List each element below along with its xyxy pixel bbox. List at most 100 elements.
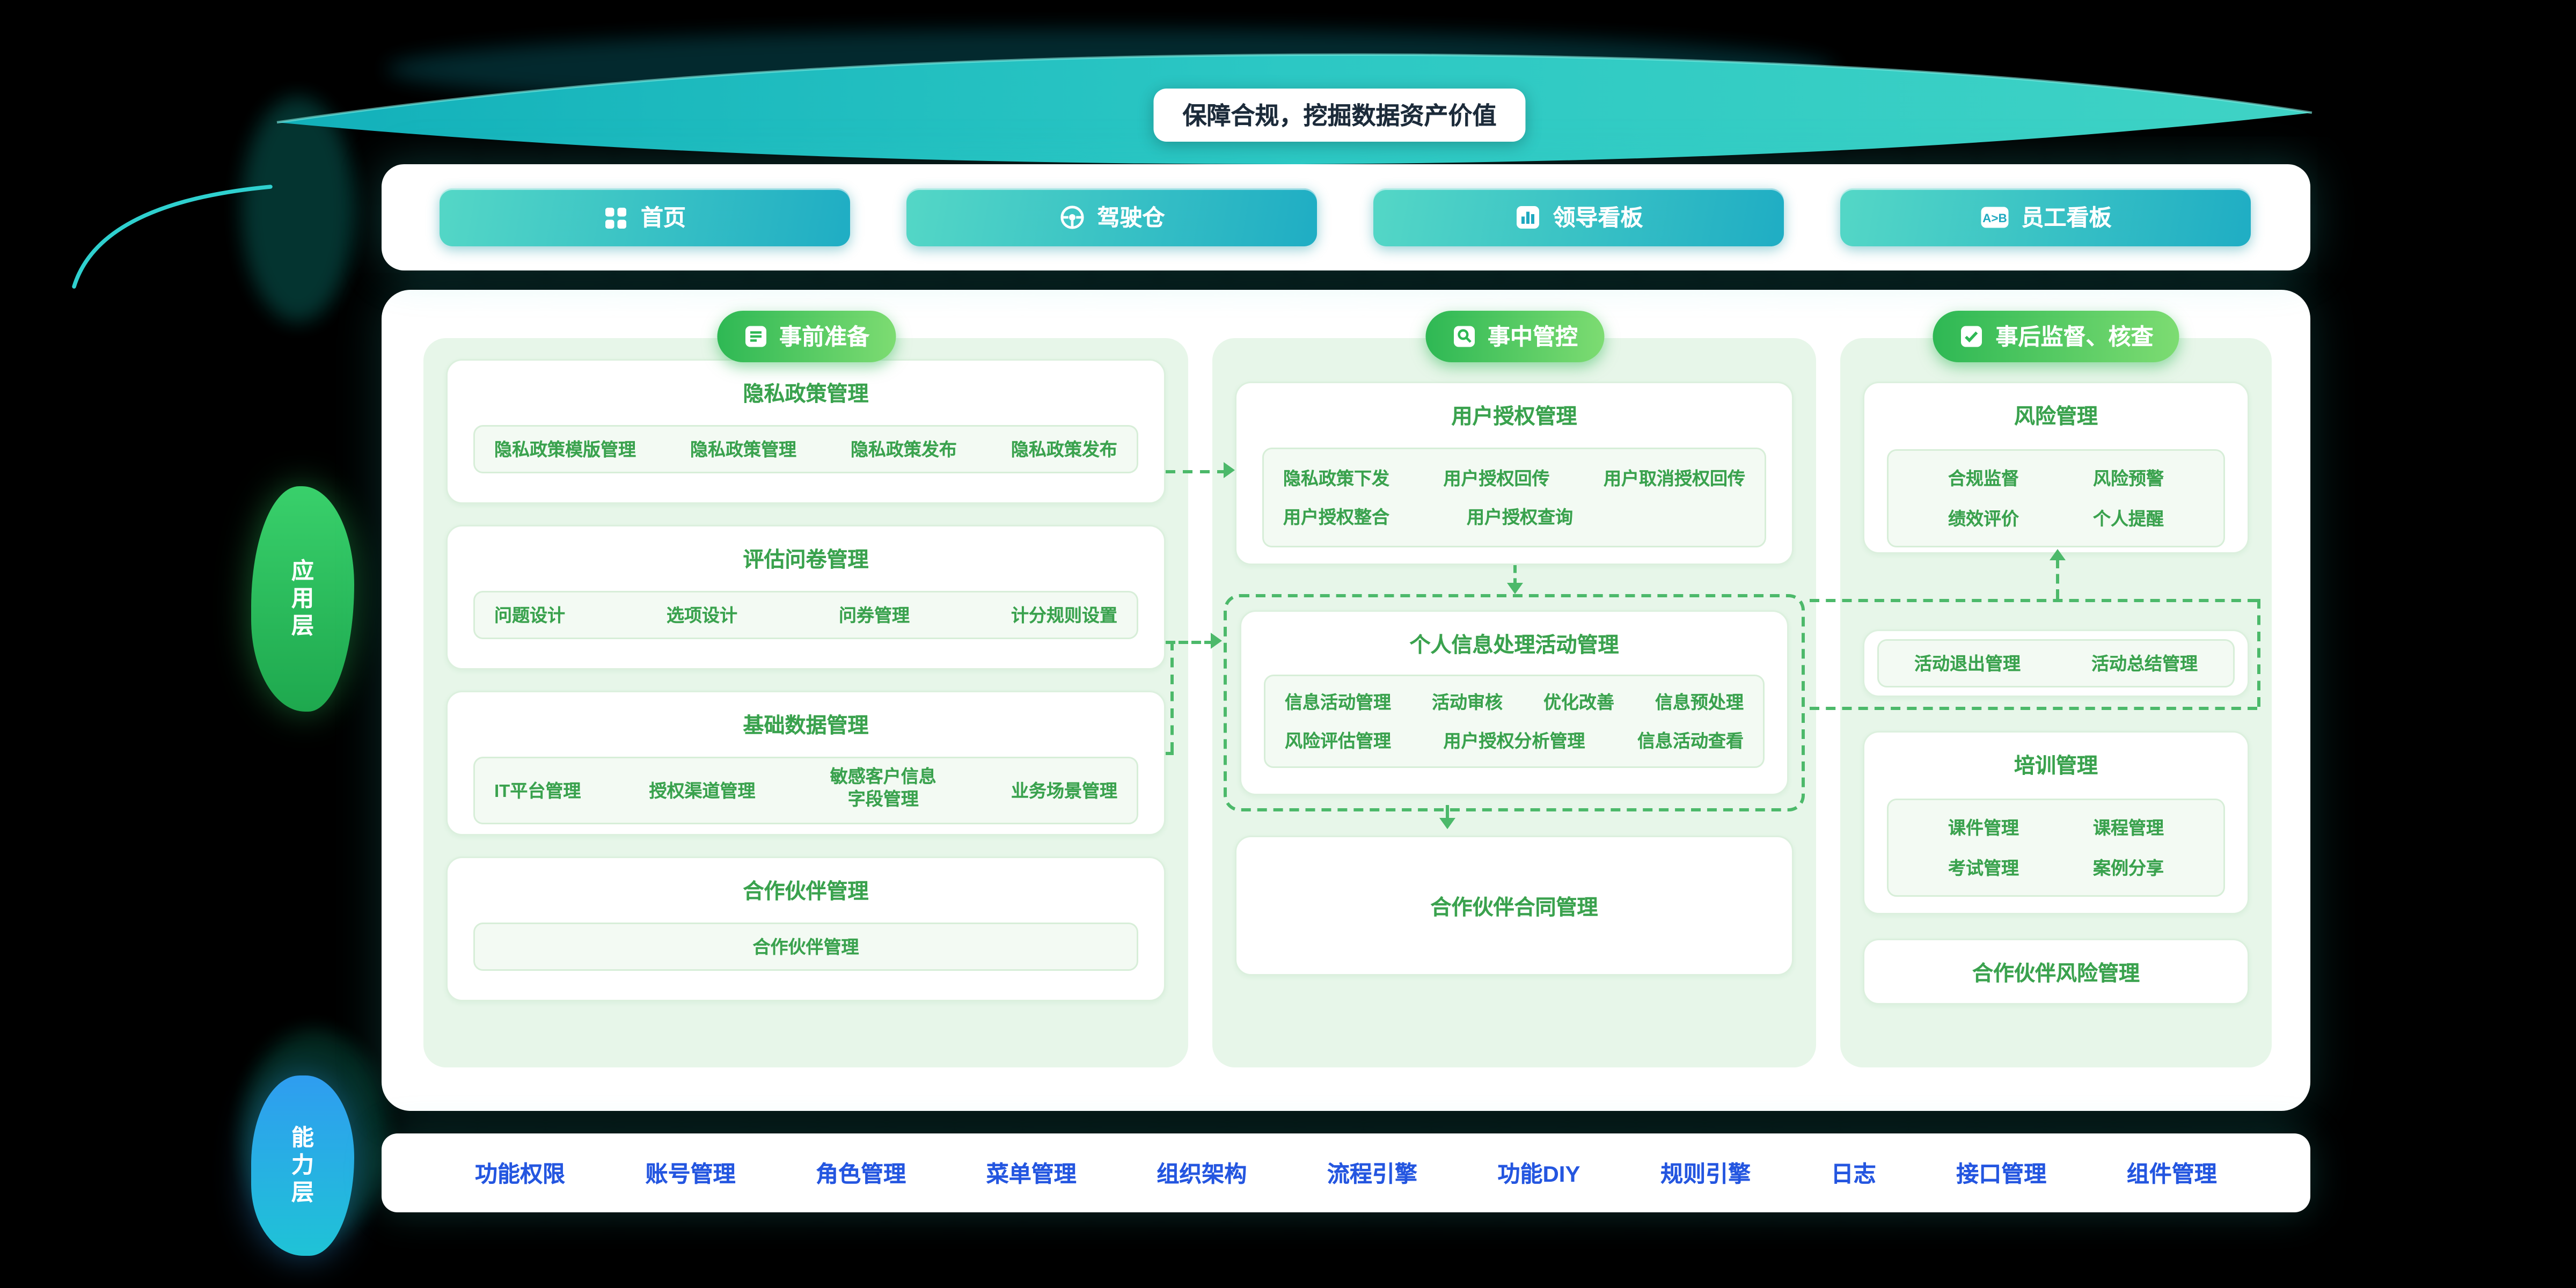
module-item: 活动审核 xyxy=(1431,694,1503,713)
column-header-label: 事中管控 xyxy=(1488,324,1578,349)
card-personal-info-activity: 个人信息处理活动管理 信息活动管理 活动审核 优化改善 信息预处理 风险评估管理… xyxy=(1240,610,1789,795)
module-item: 案例分享 xyxy=(2093,860,2164,879)
nav-button-label: 首页 xyxy=(641,204,686,230)
module-item: 用户授权查询 xyxy=(1467,509,1573,528)
module-item: 问题设计 xyxy=(494,607,565,626)
module-item: 信息活动查看 xyxy=(1637,733,1744,752)
module-item: 信息预处理 xyxy=(1655,694,1744,713)
items-box: 课件管理 课程管理 考试管理 案例分享 xyxy=(1887,799,2225,897)
nav-button-label: 驾驶仓 xyxy=(1097,204,1165,230)
module-item: 隐私政策管理 xyxy=(690,441,796,460)
items-box: 活动退出管理 活动总结管理 xyxy=(1877,639,2235,687)
connector-to-risk-management xyxy=(2056,559,2059,599)
items-row: 用户授权整合 用户授权查询 xyxy=(1283,504,1745,530)
footer-item[interactable]: 规则引擎 xyxy=(1660,1160,1751,1186)
module-item: 信息活动管理 xyxy=(1285,694,1391,713)
card-title: 合作伙伴风险管理 xyxy=(1972,961,2140,985)
column-header-pre: 事前准备 xyxy=(716,311,895,362)
module-item: 风险预警 xyxy=(2093,470,2164,489)
module-item: 隐私政策模版管理 xyxy=(494,441,636,460)
dashed-activity-group: 个人信息处理活动管理 信息活动管理 活动审核 优化改善 信息预处理 风险评估管理… xyxy=(1224,594,1805,811)
card-user-authorization: 用户授权管理 隐私政策下发 用户授权回传 用户取消授权回传 用户授权整合 用户授… xyxy=(1235,382,1794,565)
footer-item[interactable]: 角色管理 xyxy=(816,1160,906,1186)
module-item: 合规监督 xyxy=(1948,470,2019,489)
nav-button-label: 员工看板 xyxy=(2021,204,2112,230)
connector-activity-to-contract xyxy=(1446,805,1449,821)
footer-item[interactable]: 日志 xyxy=(1831,1160,1876,1186)
main-panel: 事前准备 隐私政策管理 隐私政策模版管理 隐私政策管理 隐私政策发布 隐私政策发… xyxy=(382,290,2310,1111)
svg-text:A>B: A>B xyxy=(1982,211,2007,225)
module-item: 授权渠道管理 xyxy=(649,782,756,802)
module-item: IT平台管理 xyxy=(494,782,581,802)
connector-activity-to-right-bottom xyxy=(1810,707,2257,710)
card-title: 隐私政策管理 xyxy=(743,382,869,406)
module-item: 计分规则设置 xyxy=(1011,607,1117,626)
items-box: 信息活动管理 活动审核 优化改善 信息预处理 风险评估管理 用户授权分析管理 信… xyxy=(1264,675,1765,768)
card-basic-data: 基础数据管理 IT平台管理 授权渠道管理 敏感客户信息字段管理 业务场景管理 xyxy=(446,691,1166,836)
nav-button-home[interactable]: 首页 xyxy=(440,188,850,246)
card-title: 个人信息处理活动管理 xyxy=(1409,633,1619,657)
nav-button-cockpit[interactable]: 驾驶仓 xyxy=(906,188,1317,246)
module-item: 隐私政策发布 xyxy=(850,441,957,460)
card-partner-contract: 合作伙伴合同管理 xyxy=(1235,836,1794,976)
connector-arrow xyxy=(1507,583,1523,594)
checklist-icon xyxy=(1959,324,1985,349)
module-item: 业务场景管理 xyxy=(1011,782,1117,802)
connector-right-loop-side xyxy=(2257,599,2260,707)
footer-item[interactable]: 组织架构 xyxy=(1157,1160,1247,1186)
card-title: 用户授权管理 xyxy=(1451,404,1577,428)
column-header-label: 事后监督、核查 xyxy=(1995,324,2154,349)
column-pre-preparation: 事前准备 隐私政策管理 隐私政策模版管理 隐私政策管理 隐私政策发布 隐私政策发… xyxy=(423,311,1188,1067)
connector-activity-to-right-top xyxy=(1810,599,2257,602)
footer-item[interactable]: 组件管理 xyxy=(2126,1160,2217,1186)
connector-arrow xyxy=(1439,818,1455,829)
items-box: 合作伙伴管理 xyxy=(473,923,1138,971)
module-item: 用户授权回传 xyxy=(1443,470,1550,489)
module-item: 隐私政策下发 xyxy=(1283,470,1389,489)
application-layer-label: 应用层 xyxy=(290,558,316,640)
card-title: 基础数据管理 xyxy=(743,713,869,737)
module-item: 课程管理 xyxy=(2093,819,2164,839)
column-post-supervision: 事后监督、核查 风险管理 合规监督 风险预警 绩效评价 个人提醒 活动退出管理 … xyxy=(1840,311,2272,1067)
footer-item[interactable]: 流程引擎 xyxy=(1327,1160,1417,1186)
grid-icon xyxy=(604,206,628,230)
items-box: 问题设计 选项设计 问券管理 计分规则设置 xyxy=(473,591,1138,639)
connector-auth-to-activity xyxy=(1513,565,1517,586)
items-row: 信息活动管理 活动审核 优化改善 信息预处理 xyxy=(1285,689,1744,715)
footer-item[interactable]: 菜单管理 xyxy=(986,1160,1077,1186)
connector-questionnaire-to-activity xyxy=(1166,641,1214,644)
bar-chart-icon xyxy=(1514,204,1540,230)
connector-policy-to-auth xyxy=(1166,470,1227,473)
card-partner-management: 合作伙伴管理 合作伙伴管理 xyxy=(446,857,1166,1001)
top-nav-bar: 首页 驾驶仓 领导看板 xyxy=(382,164,2310,270)
card-title: 评估问卷管理 xyxy=(743,547,869,572)
module-item: 隐私政策发布 xyxy=(1011,441,1117,460)
footer-item[interactable]: 功能DIY xyxy=(1497,1160,1580,1186)
card-title: 合作伙伴管理 xyxy=(743,879,869,903)
document-edit-icon xyxy=(742,324,768,349)
module-item: 个人提醒 xyxy=(2093,510,2164,530)
footer-item[interactable]: 账号管理 xyxy=(645,1160,736,1186)
items-box: 隐私政策下发 用户授权回传 用户取消授权回传 用户授权整合 用户授权查询 xyxy=(1262,448,1766,547)
footer-item[interactable]: 功能权限 xyxy=(475,1160,565,1186)
items-box: IT平台管理 授权渠道管理 敏感客户信息字段管理 业务场景管理 xyxy=(473,757,1138,824)
module-item: 选项设计 xyxy=(667,607,737,626)
application-layer-blob: 应用层 xyxy=(251,486,354,712)
items-row: 隐私政策下发 用户授权回传 用户取消授权回传 xyxy=(1283,465,1745,491)
module-item: 优化改善 xyxy=(1543,694,1614,713)
capability-layer-label: 能力层 xyxy=(290,1124,316,1207)
capability-bar: 功能权限 账号管理 角色管理 菜单管理 组织架构 流程引擎 功能DIY 规则引擎… xyxy=(382,1133,2310,1212)
module-item: 合作伙伴管理 xyxy=(752,939,859,958)
module-item: 风险评估管理 xyxy=(1285,733,1391,752)
column-header-mid: 事中管控 xyxy=(1425,311,1604,362)
nav-button-label: 领导看板 xyxy=(1553,204,1643,230)
module-item: 考试管理 xyxy=(1948,860,2019,879)
card-privacy-policy: 隐私政策管理 隐私政策模版管理 隐私政策管理 隐私政策发布 隐私政策发布 xyxy=(446,359,1166,504)
nav-button-staff-board[interactable]: A>B 员工看板 xyxy=(1840,188,2251,246)
items-box: 合规监督 风险预警 绩效评价 个人提醒 xyxy=(1887,449,2225,547)
column-in-process-control: 事中管控 用户授权管理 隐私政策下发 用户授权回传 用户取消授权回传 用户授权整… xyxy=(1212,311,1816,1067)
nav-button-leader-board[interactable]: 领导看板 xyxy=(1373,188,1784,246)
connector-arrow xyxy=(2050,549,2066,560)
footer-item[interactable]: 接口管理 xyxy=(1956,1160,2047,1186)
